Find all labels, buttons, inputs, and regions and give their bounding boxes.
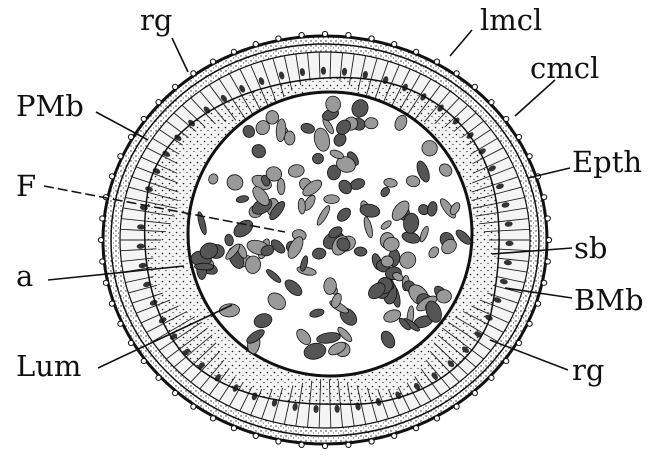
muscle-coat-dot [231,426,236,431]
muscle-coat-dot [489,100,494,105]
muscle-coat-dot [109,301,114,306]
muscle-coat-dot [103,280,108,285]
muscle-coat-dot [472,390,477,395]
label-lum: Lum [16,349,81,383]
muscle-coat-dot [253,433,258,438]
muscle-coat-dot [414,426,419,431]
muscle-coat-dot [231,49,236,54]
muscle-coat-dot [546,237,551,242]
label-a: a [16,259,33,293]
muscle-coat-dot [434,59,439,64]
leader-rg-top [172,38,188,72]
muscle-coat-dot [542,195,547,200]
muscle-coat-dot [454,404,459,409]
muscle-coat-dot [109,174,114,179]
muscle-coat-dot [173,390,178,395]
muscle-coat-dot [210,59,215,64]
muscle-coat-dot [141,358,146,363]
muscle-coat-dot [414,49,419,54]
muscle-coat-dot [542,280,547,285]
muscle-coat-dot [516,134,521,139]
muscle-coat-dot [535,301,540,306]
muscle-coat-dot [276,36,281,41]
muscle-coat-dot [156,375,161,380]
muscle-coat-dot [392,41,397,46]
muscle-coat-dot [369,439,374,444]
muscle-coat-dot [504,358,509,363]
label-rg-top: rg [140,3,172,37]
muscle-coat-dot [118,321,123,326]
muscle-coat-dot [210,416,215,421]
muscle-coat-dot [434,416,439,421]
muscle-coat-dot [299,33,304,38]
muscle-coat-dot [346,442,351,447]
muscle-coat-dot [545,216,550,221]
muscle-coat-dot [299,442,304,447]
muscle-coat-dot [472,84,477,89]
muscle-coat-dot [173,84,178,89]
label-lmcl: lmcl [480,3,542,37]
muscle-coat-dot [392,433,397,438]
muscle-coat-dot [454,71,459,76]
muscle-coat-dot [118,154,123,159]
muscle-coat-dot [527,321,532,326]
label-epth: Epth [572,145,642,179]
muscle-coat-dot [369,36,374,41]
muscle-coat-dot [128,340,133,345]
muscle-coat-dot [100,216,105,221]
label-sb: sb [574,231,607,265]
label-f: F [16,169,36,203]
muscle-coat-dot [156,100,161,105]
label-cmcl: cmcl [530,51,599,85]
leader-cmcl [515,80,555,116]
muscle-coat-dot [141,116,146,121]
label-pmb: PMb [16,89,84,123]
food-particle [381,256,394,268]
cell-nucleus [505,241,513,246]
muscle-coat-dot [504,116,509,121]
muscle-coat-dot [128,134,133,139]
food-particle [277,178,285,194]
muscle-coat-dot [191,404,196,409]
muscle-coat-dot [489,375,494,380]
label-rg-bottom: rg [572,353,604,387]
label-bmb: BMb [574,283,644,317]
food-particle [364,117,378,129]
food-particle [194,263,213,270]
muscle-coat-dot [516,340,521,345]
muscle-coat-dot [100,259,105,264]
muscle-coat-dot [98,237,103,242]
muscle-coat-dot [322,443,327,448]
muscle-coat-dot [191,71,196,76]
muscle-coat-dot [527,154,532,159]
muscle-coat-dot [346,33,351,38]
muscle-coat-dot [276,439,281,444]
muscle-coat-dot [545,259,550,264]
food-particle [324,195,340,204]
muscle-coat-dot [322,31,327,36]
leader-lmcl [450,30,472,56]
muscle-coat-dot [253,41,258,46]
